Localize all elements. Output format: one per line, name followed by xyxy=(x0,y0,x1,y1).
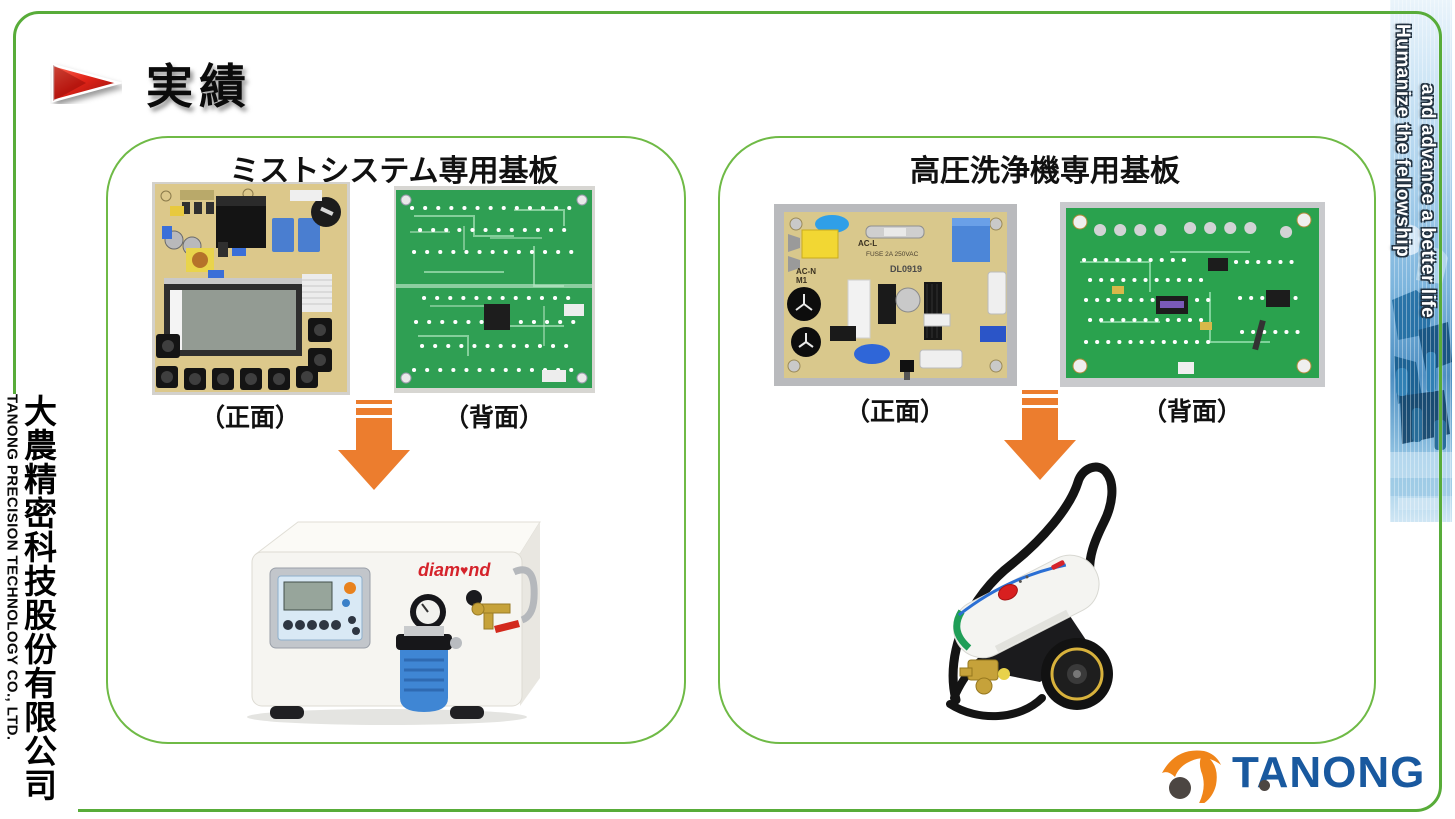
slogan-line-1: Humanize the fellowship xyxy=(1392,24,1413,258)
pcb-washer-back-photo xyxy=(1060,202,1325,387)
company-name-cjk: 大農精密科技股份有限公司 xyxy=(19,394,57,802)
slogan-line-2: and advance a better life xyxy=(1417,84,1438,319)
logo-a-dot xyxy=(1259,780,1270,791)
company-name-english: TANONG PRECISION TECHNOLOGY CO., LTD. xyxy=(3,394,21,741)
pcb-text-m1: M1 xyxy=(796,276,808,285)
label-mist-front: （正面） xyxy=(199,404,300,432)
pcb-mist-back-photo xyxy=(394,186,595,393)
label-washer-back: （背面） xyxy=(1141,398,1242,426)
diamond-brand-text: diam♥nd xyxy=(418,560,491,580)
pressure-washer-photo xyxy=(946,462,1117,721)
company-name-sidebar: TANONG PRECISION TECHNOLOGY CO., LTD. 大農… xyxy=(0,394,78,819)
mist-machine-photo: diam♥nd xyxy=(247,521,541,725)
tanong-logo-text: TANONG xyxy=(1232,748,1426,797)
label-mist-back: （背面） xyxy=(443,404,544,432)
pcb-washer-front-photo: AC-L FUSE 2A 250VAC AC-N M1 DL0919 xyxy=(774,204,1017,386)
pcb-text-fuse: FUSE 2A 250VAC xyxy=(866,251,919,258)
pcb-text-acn: AC-N xyxy=(796,267,816,276)
process-arrow-icon xyxy=(338,400,410,490)
pcb-text-code: DL0919 xyxy=(890,264,922,274)
process-arrow-icon xyxy=(1004,390,1076,480)
page-title: 実績 xyxy=(146,60,252,113)
pcb-text-acl: AC-L xyxy=(858,239,877,248)
tanong-logo-icon xyxy=(1162,750,1221,803)
red-pointer-icon xyxy=(51,63,122,103)
pcb-mist-front-photo xyxy=(152,182,350,395)
label-washer-front: （正面） xyxy=(844,398,945,426)
panel-washer-title: 高圧洗浄機専用基板 xyxy=(910,155,1180,188)
